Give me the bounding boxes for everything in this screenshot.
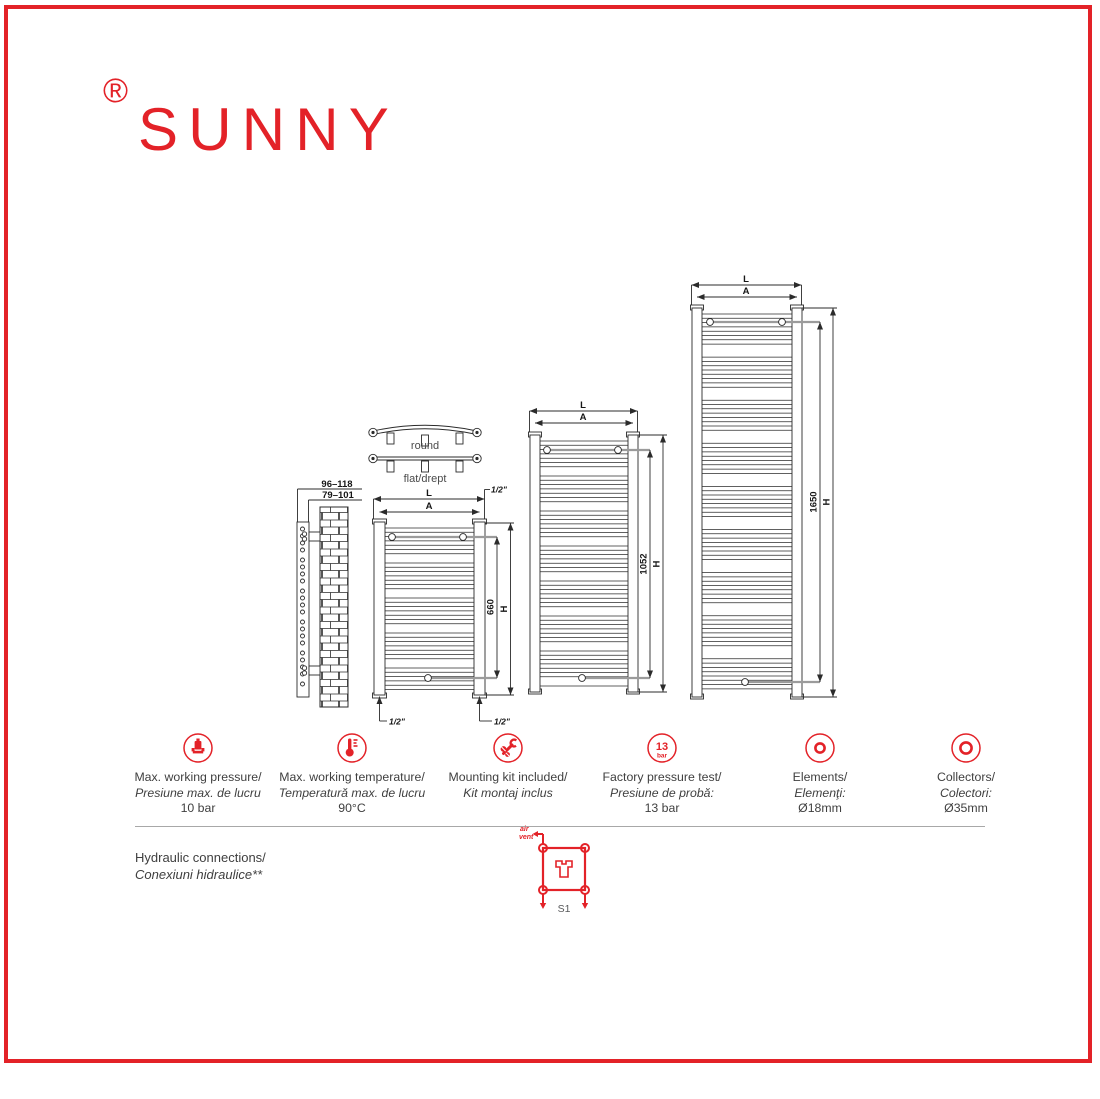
collector-left: [529, 434, 541, 693]
collector-right: [791, 307, 803, 698]
brand-title: SUNNY: [138, 96, 400, 163]
mounting-tools-icon: [417, 731, 599, 765]
tubes: [702, 313, 792, 690]
radiator-large-drawing: L A 1650 H: [690, 274, 837, 700]
flow-arrow-left: [539, 903, 547, 909]
s1-label: S1: [558, 903, 571, 915]
profile-round-label: round: [411, 440, 439, 452]
collector-left: [373, 521, 386, 696]
side-view-drawing: 96–118 79–101: [296, 479, 362, 708]
dim-L: L: [426, 488, 432, 499]
tube-ends: [300, 526, 305, 687]
pressure-test-13bar-icon: 13 bar: [571, 731, 753, 765]
collector-right: [627, 434, 639, 693]
svg-text:13: 13: [656, 741, 668, 753]
svg-text:bar: bar: [657, 753, 668, 760]
spec-factory-pressure-test: 13 bar Factory pressure test/ Presiune d…: [571, 731, 753, 817]
collector-left: [691, 307, 703, 698]
flow-arrow-right: [581, 903, 589, 909]
thermometer-icon: [261, 731, 443, 765]
radiator-medium-drawing: L A 1052 H: [528, 400, 667, 695]
spec-mounting-kit-included: Mounting kit included/ Kit montaj inclus: [417, 731, 599, 801]
dim-A: A: [426, 501, 433, 512]
radiator-symbol: [555, 860, 573, 878]
dim-H: H: [652, 560, 663, 567]
spec-max-working-temperature: Max. working temperature/ Temperatură ma…: [261, 731, 443, 817]
wall-bracket-bottom: [308, 665, 321, 676]
dim-conn-bottom-left: 1/2": [389, 717, 406, 727]
air-vent-label-line1: air: [520, 826, 530, 833]
registered-trademark: ®: [103, 72, 129, 110]
collector-right: [473, 521, 486, 696]
page-border-frame: [4, 5, 1092, 1063]
dim-conn-top: 1/2": [491, 485, 508, 495]
tubes: [385, 527, 474, 690]
dim-wall-offset-top: 96–118: [321, 479, 352, 490]
dim-L: L: [743, 274, 749, 285]
dim-height-inner: 1650: [809, 491, 820, 512]
collectors-diameter-icon: [875, 731, 1057, 765]
dim-A: A: [580, 412, 587, 423]
dim-conn-bottom-right: 1/2": [494, 717, 511, 727]
pressure-gauge-icon: [107, 731, 289, 765]
dim-H: H: [499, 605, 510, 612]
section-divider: [135, 826, 985, 827]
profile-flat-label: flat/drept: [404, 473, 447, 485]
tubes: [540, 440, 628, 687]
spec-collectors: Collectors/ Colectori: Ø35mm: [875, 731, 1057, 817]
air-vent-label-line2: vent: [519, 834, 534, 841]
dim-L: L: [580, 400, 586, 411]
profile-views-drawing: round flat/drept: [368, 424, 482, 485]
radiator-small-drawing: L A 1/2" 660 H 1/2" 1/2": [372, 485, 514, 727]
dim-wall-offset-bottom: 79–101: [322, 490, 354, 501]
elements-diameter-icon: [729, 731, 911, 765]
hydraulic-connections-title: Hydraulic connections/ Conexiuni hidraul…: [135, 850, 266, 882]
radiator-side-profile: [296, 521, 310, 698]
wall-bracket-top: [308, 531, 321, 542]
dim-height-inner: 1052: [639, 553, 650, 574]
dim-H: H: [822, 498, 833, 505]
spec-max-working-pressure: Max. working pressure/ Presiune max. de …: [107, 731, 289, 817]
dim-height-inner: 660: [486, 599, 497, 615]
brick-wall: [319, 506, 349, 708]
dim-A: A: [743, 286, 750, 297]
s1-connection-diagram: air vent S1: [519, 826, 590, 915]
spec-elements: Elements/ Elemenţi: Ø18mm: [729, 731, 911, 817]
air-vent-arrow: [532, 831, 538, 837]
